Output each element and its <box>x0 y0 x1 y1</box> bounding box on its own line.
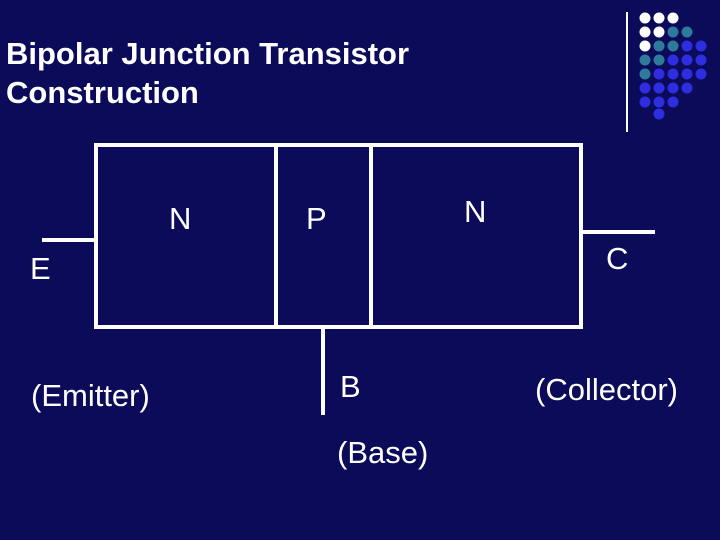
deco-dot <box>639 40 651 52</box>
deco-dot <box>653 12 665 24</box>
deco-dot <box>653 108 665 120</box>
deco-dot <box>667 68 679 80</box>
deco-dot <box>667 40 679 52</box>
collector-region-label: N <box>464 194 487 229</box>
decorative-vertical-line <box>626 12 628 132</box>
deco-dot <box>681 26 693 38</box>
base-name-label: (Base) <box>337 435 429 470</box>
emitter-name-label: (Emitter) <box>31 378 150 413</box>
deco-dot <box>639 96 651 108</box>
collector-terminal-label: C <box>606 241 629 276</box>
deco-dot <box>653 68 665 80</box>
deco-dot <box>639 68 651 80</box>
collector-name-label: (Collector) <box>535 372 678 407</box>
deco-dot <box>667 82 679 94</box>
deco-dot <box>681 54 693 66</box>
deco-dot <box>695 68 707 80</box>
title-line-2: Construction <box>6 75 199 110</box>
deco-dot <box>695 54 707 66</box>
deco-dot <box>667 54 679 66</box>
emitter-terminal-label: E <box>30 251 51 286</box>
deco-dot <box>681 68 693 80</box>
decorative-dot-grid <box>639 12 707 120</box>
deco-dot <box>667 96 679 108</box>
base-terminal-label: B <box>340 369 361 404</box>
deco-dot <box>667 26 679 38</box>
transistor-body <box>94 143 583 329</box>
deco-dot <box>639 26 651 38</box>
deco-dot <box>653 96 665 108</box>
emitter-region-label: N <box>169 201 192 236</box>
deco-dot <box>653 82 665 94</box>
deco-dot <box>667 12 679 24</box>
deco-dot <box>639 12 651 24</box>
deco-dot <box>681 82 693 94</box>
base-region-label: P <box>306 201 327 236</box>
title-line-1: Bipolar Junction Transistor <box>6 36 410 71</box>
deco-dot <box>695 40 707 52</box>
deco-dot <box>639 54 651 66</box>
deco-dot <box>639 82 651 94</box>
deco-dot <box>653 40 665 52</box>
deco-dot <box>653 26 665 38</box>
slide-title: Bipolar Junction Transistor Construction <box>6 34 409 112</box>
deco-dot <box>681 40 693 52</box>
deco-dot <box>653 54 665 66</box>
